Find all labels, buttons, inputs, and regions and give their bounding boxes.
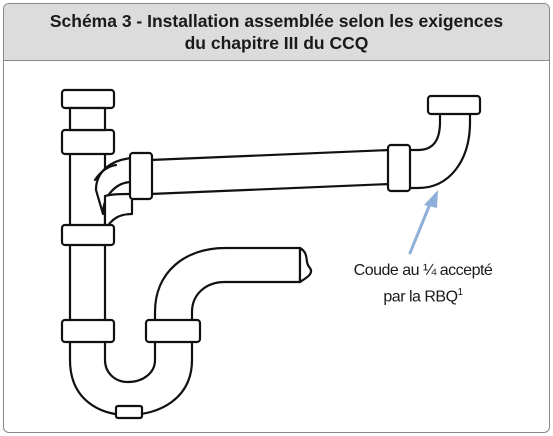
callout-arrow	[408, 190, 438, 255]
quarter-bend-elbow	[406, 110, 472, 190]
cut-pipe-end	[298, 246, 313, 284]
callout-line-2-text: par la RBQ	[383, 288, 458, 306]
title-line-2: du chapitre III du CCQ	[184, 33, 369, 53]
coupling-arm-left	[128, 151, 154, 201]
footnote-mark: 1	[457, 287, 464, 298]
horizontal-arm-pipe	[148, 148, 392, 196]
title-line-1: Schéma 3 - Installation assemblée selon …	[49, 11, 504, 31]
callout-line-2: par la RBQ1	[338, 282, 508, 308]
coupling-upper	[60, 128, 116, 156]
coupling-arm-right	[386, 143, 412, 193]
callout-label: Coude au ¼ accepté par la RBQ1	[338, 260, 508, 308]
trap-cleanout-plug	[114, 404, 144, 420]
coupling-trap-left	[60, 318, 116, 344]
coupling-trap-right	[144, 318, 202, 344]
callout-line-1: Coude au ¼ accepté	[353, 262, 493, 279]
coupling-middle	[60, 223, 116, 247]
pipe-segment-top	[68, 106, 107, 132]
coupling-top-cap	[60, 88, 116, 110]
diagram-title: Schéma 3 - Installation assemblée selon …	[4, 4, 549, 61]
coupling-elbow-top	[426, 94, 482, 116]
